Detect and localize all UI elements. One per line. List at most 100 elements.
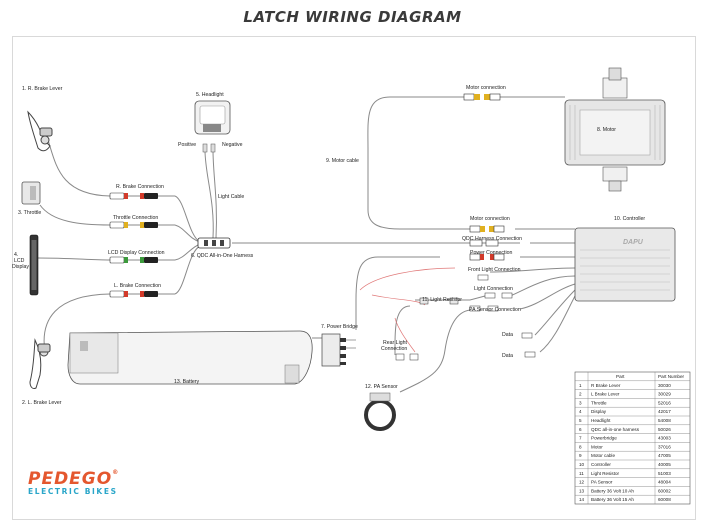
headlight bbox=[194, 100, 231, 153]
l-brake-cable bbox=[43, 293, 175, 353]
qdc-harness-hub bbox=[197, 237, 231, 249]
parts-table-cell: Throttle bbox=[591, 400, 607, 405]
label-qdc-harness: 6. QDC All-in-One Harness bbox=[191, 253, 254, 259]
parts-table-cell: 37016 bbox=[658, 444, 671, 449]
parts-table-cell: 14 bbox=[579, 497, 585, 502]
label-throttle: 3. Throttle bbox=[18, 210, 41, 216]
label-rear-light-connection: Rear Light Connection bbox=[381, 340, 408, 352]
parts-table-cell: 3 bbox=[579, 400, 582, 405]
parts-table-cell: 54008 bbox=[658, 418, 671, 423]
parts-table-cell: 13 bbox=[579, 488, 585, 493]
r-brake-connector bbox=[109, 192, 158, 200]
motor-cable bbox=[367, 96, 470, 230]
parts-table-header: Part bbox=[616, 374, 625, 379]
parts-table-cell: PA Sensor bbox=[591, 480, 613, 485]
qdc-harness-connector bbox=[469, 239, 499, 247]
pa-sensor-cable bbox=[399, 309, 471, 393]
label-light-connection: Light Connection bbox=[474, 286, 513, 292]
labels: 1. R. Brake Lever 5. Headlight Positive … bbox=[12, 85, 645, 406]
parts-table-cell: 50026 bbox=[658, 427, 671, 432]
label-controller: 10. Controller bbox=[614, 216, 645, 222]
l-brake-lever bbox=[29, 338, 51, 389]
parts-table-cell: 10 bbox=[579, 462, 585, 467]
parts-table-cell: Motor cable bbox=[591, 453, 615, 458]
power-connector bbox=[469, 253, 505, 261]
parts-table-cell: Controller bbox=[591, 462, 611, 467]
label-motor-connection-top: Motor connection bbox=[466, 85, 506, 91]
label-power-bridge: 7. Power Bridge bbox=[321, 324, 358, 330]
label-light-resistor: 11. Light Resistor bbox=[422, 297, 462, 303]
logo-mark: ® bbox=[112, 469, 120, 476]
label-lcd-display: 4. LCD Display bbox=[12, 252, 29, 270]
label-light-cable: Light Cable bbox=[218, 194, 244, 200]
parts-table-cell: 48004 bbox=[658, 480, 671, 485]
logo-brand: PEDEGO bbox=[28, 469, 113, 489]
logo-sub: ELECTRIC BIKES bbox=[28, 487, 118, 496]
parts-table-cell: 47005 bbox=[658, 453, 671, 458]
power-bridge bbox=[321, 333, 356, 367]
label-r-brake-connection: R. Brake Connection bbox=[116, 184, 164, 190]
label-motor: 8. Motor bbox=[597, 127, 616, 133]
throttle bbox=[21, 181, 41, 205]
lcd-display-connector bbox=[109, 256, 158, 264]
parts-table-cell: Light Resistor bbox=[591, 471, 620, 476]
parts-table-header: Part Number bbox=[658, 374, 685, 379]
parts-table-cell: 8 bbox=[579, 444, 582, 449]
label-data-1: Data bbox=[502, 332, 513, 338]
parts-table-cell: Display bbox=[591, 409, 607, 414]
label-data-2: Data bbox=[502, 353, 513, 359]
r-brake-cable bbox=[47, 139, 175, 197]
label-throttle-connection: Throttle Connection bbox=[113, 215, 158, 221]
wires bbox=[37, 96, 576, 393]
power-cable bbox=[355, 256, 440, 330]
label-qdc-harness-connection: QDC Harness Connection bbox=[462, 236, 522, 242]
parts-table-cell: 52016 bbox=[658, 400, 671, 405]
label-l-brake-connection: L. Brake Connection bbox=[114, 283, 161, 289]
r-brake-lever bbox=[27, 110, 53, 152]
parts-table-cell: 12 bbox=[579, 480, 585, 485]
data-connector-1 bbox=[521, 332, 533, 339]
parts-table-cell: Motor bbox=[591, 444, 603, 449]
pa-sensor-connector bbox=[469, 305, 499, 312]
throttle-connector bbox=[109, 221, 158, 229]
parts-table-cell: Powerbridge bbox=[591, 436, 617, 441]
parts-table-cell: 30029 bbox=[658, 392, 671, 397]
label-front-light-connection: Front Light Connection bbox=[468, 267, 521, 273]
light-cable bbox=[204, 149, 214, 239]
parts-table-cell: 6 bbox=[579, 427, 582, 432]
parts-table-cell: Battery 36 Volt 10 Ah bbox=[591, 488, 634, 493]
light-connector bbox=[484, 292, 513, 299]
label-r-brake-lever: 1. R. Brake Lever bbox=[22, 86, 63, 92]
label-motor-connection-mid: Motor connection bbox=[470, 216, 510, 222]
label-headlight: 5. Headlight bbox=[196, 92, 224, 98]
parts-table-cell: 60008 bbox=[658, 497, 671, 502]
front-light-connector bbox=[477, 274, 489, 281]
motor bbox=[564, 67, 666, 192]
parts-table-cell: R Brake Lever bbox=[591, 383, 621, 388]
label-lcd-display-connection: LCD Display Connection bbox=[108, 250, 165, 256]
parts-table-cell: 51003 bbox=[658, 471, 671, 476]
label-motor-cable: 9. Motor cable bbox=[326, 158, 359, 164]
light-resistor bbox=[419, 297, 459, 305]
motor-connector-top bbox=[463, 93, 501, 101]
parts-table-cell: 7 bbox=[579, 436, 582, 441]
parts-table-cell: QDC all-in-one harness bbox=[591, 427, 640, 432]
parts-table-cell: 42017 bbox=[658, 409, 671, 414]
parts-table-cell: 11 bbox=[579, 471, 584, 476]
parts-table-cell: 40005 bbox=[658, 462, 671, 467]
parts-table-cell: L Brake Lever bbox=[591, 392, 620, 397]
parts-table-cell: 1 bbox=[579, 383, 582, 388]
parts-table-cell: 9 bbox=[579, 453, 582, 458]
parts-table-cell: 5 bbox=[579, 418, 582, 423]
label-positive: Positive bbox=[178, 142, 196, 148]
diagram-frame bbox=[12, 36, 696, 520]
rear-light-connector bbox=[395, 353, 419, 361]
page-title: LATCH WIRING DIAGRAM bbox=[243, 8, 462, 26]
data-connector-2 bbox=[524, 351, 536, 358]
l-brake-connector bbox=[109, 290, 158, 298]
label-pa-sensor: 12. PA Sensor bbox=[365, 384, 398, 390]
parts-table-cell: 4 bbox=[579, 409, 582, 414]
parts-table-cell: Headlight bbox=[591, 418, 611, 423]
